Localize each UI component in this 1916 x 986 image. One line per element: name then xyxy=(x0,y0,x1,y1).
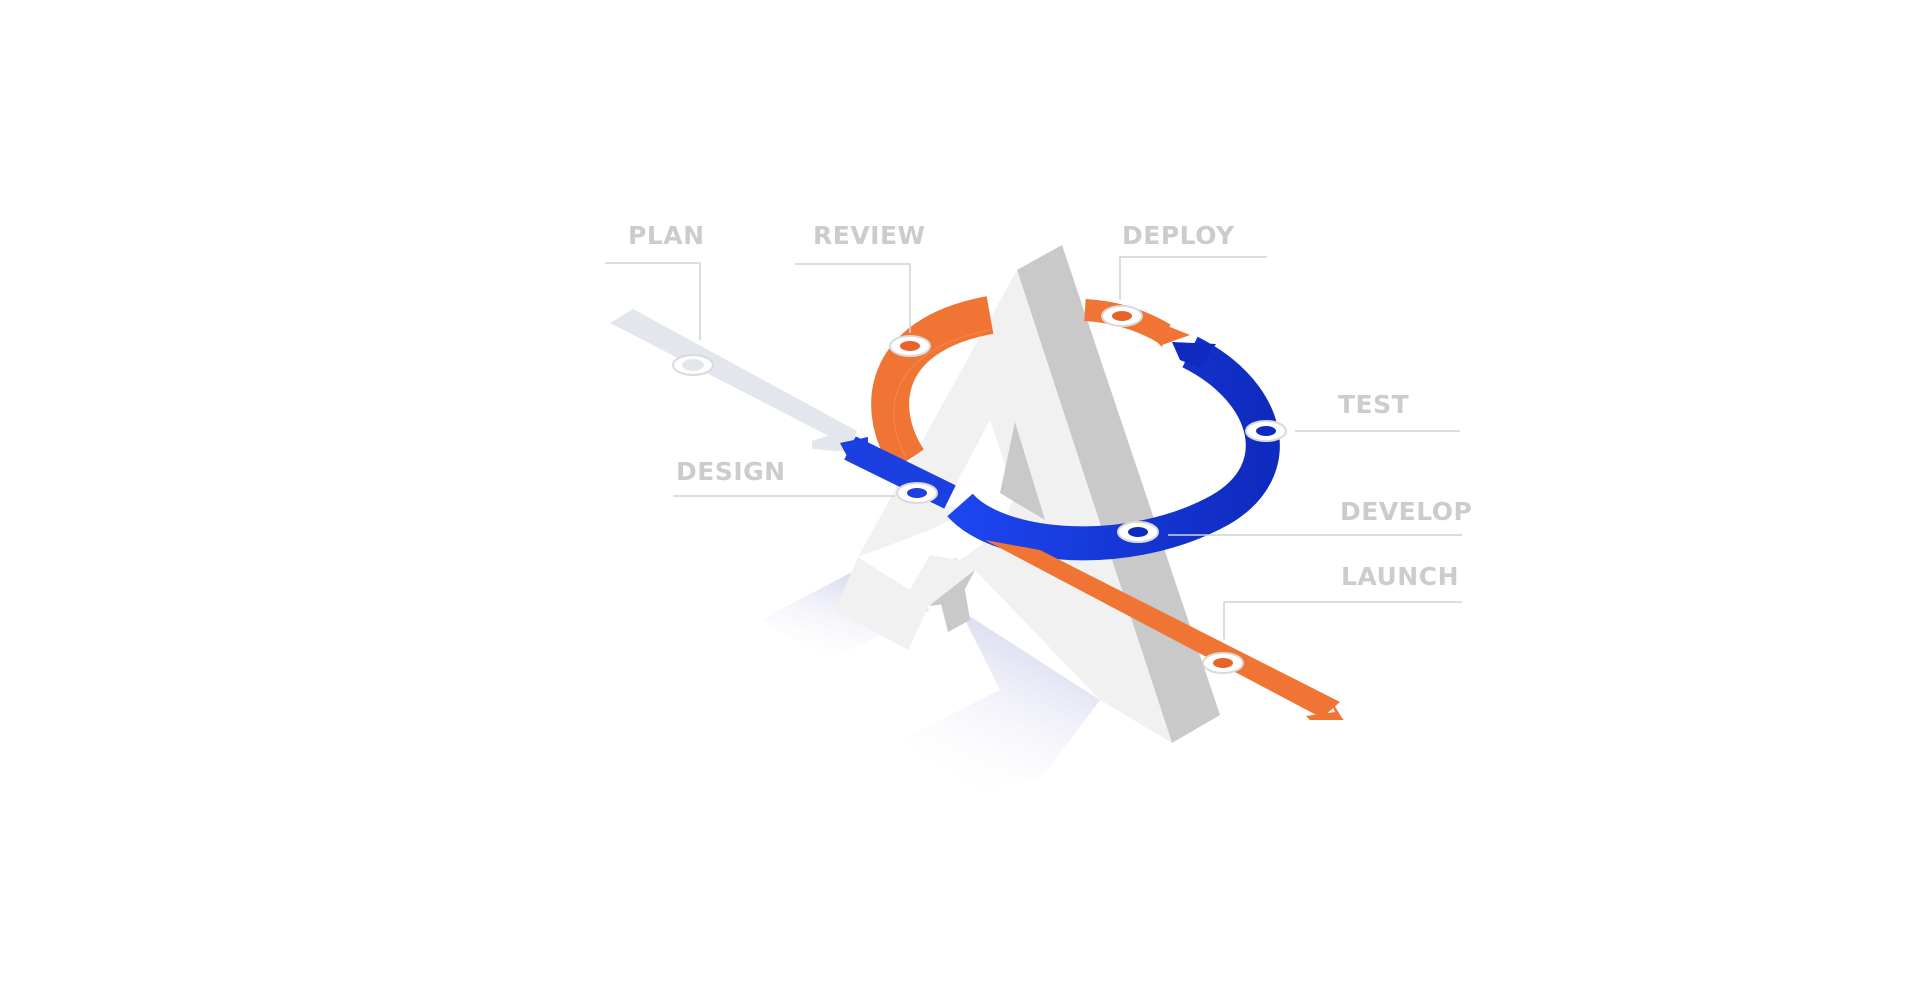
design-marker xyxy=(896,482,938,504)
stage-markers xyxy=(672,305,1287,674)
launch-leader xyxy=(1223,601,1462,640)
design-label: DESIGN xyxy=(676,457,786,486)
develop-label: DEVELOP xyxy=(1340,497,1472,526)
launch-marker xyxy=(1202,652,1244,674)
plan-leader xyxy=(605,262,701,340)
launch-label: LAUNCH xyxy=(1341,562,1459,591)
plan-arrow xyxy=(610,309,873,454)
stage-labels: PLAN REVIEW DEPLOY TEST DESIGN DEVELOP L… xyxy=(628,221,1472,591)
review-label: REVIEW xyxy=(813,221,926,250)
deploy-leader xyxy=(1119,256,1267,300)
deploy-marker xyxy=(1101,305,1143,327)
leader-lines xyxy=(605,256,1462,640)
plan-marker xyxy=(672,354,714,376)
deploy-label: DEPLOY xyxy=(1122,221,1235,250)
review-marker xyxy=(889,335,931,357)
test-label: TEST xyxy=(1338,390,1409,419)
develop-marker xyxy=(1117,521,1159,543)
test-marker xyxy=(1245,420,1287,442)
plan-label: PLAN xyxy=(628,221,705,250)
launch-arrow xyxy=(985,540,1344,720)
review-leader xyxy=(795,263,911,333)
